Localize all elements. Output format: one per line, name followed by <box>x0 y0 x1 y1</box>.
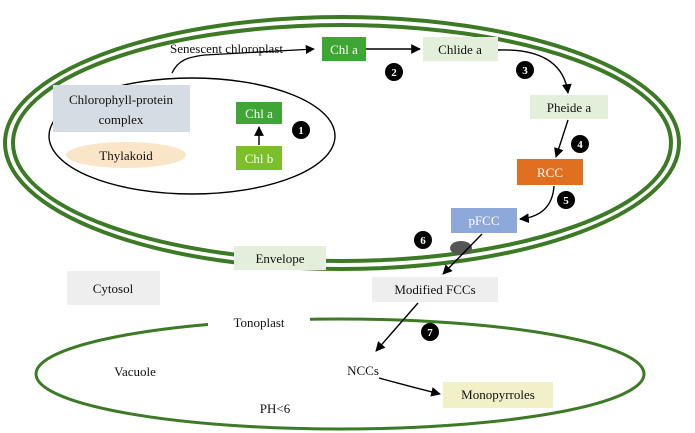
vacuole-membrane <box>34 317 646 431</box>
thylakoid-membrane-outline <box>48 77 336 195</box>
modified-fccs-label: Modified FCCs <box>394 282 475 297</box>
thylakoid-label: Thylakoid <box>99 148 153 163</box>
arrow-nccs-to-monopyrroles <box>378 377 441 397</box>
monopyrroles-box <box>443 382 553 408</box>
arrow-modified-fccs-to-nccs <box>375 302 419 352</box>
step-number-5: 5 <box>563 195 569 207</box>
step-badge-2 <box>385 63 403 81</box>
arrow-pheide-a-to-rcc <box>554 119 569 158</box>
chlorophyll-protein-label-line2: complex <box>99 112 144 127</box>
arrow-chlide-a-to-pheide-a <box>497 49 572 94</box>
chl-b-label: Chl b <box>245 151 274 166</box>
step-number-7: 7 <box>427 327 433 339</box>
envelope-label: Envelope <box>255 251 304 266</box>
step-badge-3 <box>516 61 534 79</box>
step-number-3: 3 <box>522 65 528 77</box>
pheide-a-box <box>530 95 608 119</box>
tonoplast-label: Tonoplast <box>233 315 284 330</box>
step-number-1: 1 <box>298 125 304 137</box>
step-badge-6 <box>414 231 432 249</box>
chl-a-inner-label: Chl a <box>245 106 273 121</box>
monopyrroles-label: Monopyrroles <box>461 387 535 402</box>
step-badge-7 <box>421 323 439 341</box>
arrow-rcc-to-pfcc <box>519 185 555 224</box>
tonoplast-label-box <box>208 309 310 335</box>
pheide-a-label: Pheide a <box>547 100 592 115</box>
chl-a-top-label: Chl a <box>330 42 358 57</box>
senescent-chloroplast-label: Senescent chloroplast <box>170 41 283 56</box>
step-number-2: 2 <box>391 67 397 79</box>
envelope-label-box <box>234 246 326 270</box>
chl-a-top-box <box>322 37 366 61</box>
chlorophyll-protein-complex-box <box>53 85 190 132</box>
thylakoid-shape <box>66 142 186 168</box>
rcc-label: RCC <box>537 165 563 180</box>
nccs-label: NCCs <box>347 363 379 378</box>
step-badge-5 <box>557 191 575 209</box>
chlide-a-label: Chlide a <box>438 42 482 57</box>
arrow-pfcc-to-modified-fccs <box>442 233 483 275</box>
pfcc-box <box>451 208 517 233</box>
envelope-transporter <box>450 241 472 255</box>
chl-b-box <box>236 146 282 170</box>
modified-fccs-box <box>372 277 498 302</box>
pfcc-label: pFCC <box>468 213 499 228</box>
step-number-4: 4 <box>577 139 583 151</box>
ph-label: PH<6 <box>260 401 291 416</box>
vacuole-label: Vacuole <box>114 364 156 379</box>
cytosol-label-box <box>67 271 160 305</box>
chloroplast-inner-membrane <box>11 23 673 263</box>
step-badge-4 <box>571 135 589 153</box>
step-number-6: 6 <box>420 235 426 247</box>
chl-a-inner-box <box>236 102 282 124</box>
cytosol-label: Cytosol <box>93 281 134 296</box>
arrow-senescent-to-chl-a <box>171 44 315 74</box>
chlide-a-box <box>423 37 498 61</box>
chlorophyll-protein-label-line1: Chlorophyll-protein <box>69 92 173 107</box>
rcc-box <box>517 159 583 185</box>
chloroplast-outer-membrane <box>3 15 681 271</box>
step-badge-1 <box>292 121 310 139</box>
